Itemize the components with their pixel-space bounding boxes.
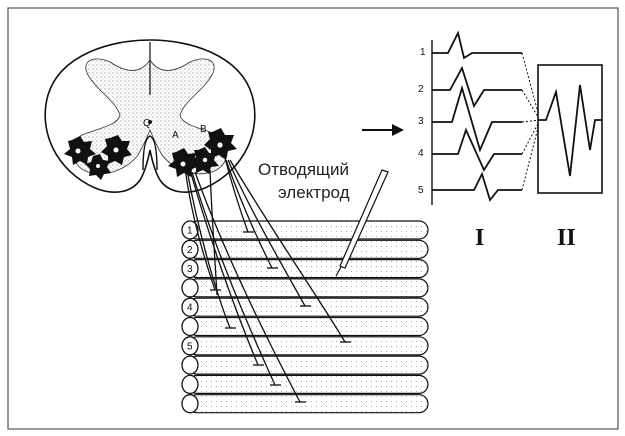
group-label-summary: II	[557, 225, 576, 251]
fibre-end	[182, 318, 198, 336]
electrode-label-line-1: Отводящий	[258, 160, 349, 179]
fibre-body	[188, 279, 428, 297]
fibre-body	[188, 395, 428, 413]
muscle-fibre	[182, 375, 428, 393]
fibre-end	[182, 375, 198, 393]
trace-number: 4	[418, 148, 424, 159]
fibre-number: 4	[187, 303, 193, 314]
letter-a: A	[172, 130, 179, 141]
fibre-body	[188, 337, 428, 355]
letter-b: B	[200, 124, 207, 135]
muscle-fibre	[182, 279, 428, 297]
fibre-body	[188, 356, 428, 374]
muscle-fibre: 2	[182, 240, 428, 258]
fibre-body	[188, 375, 428, 393]
muscle-fibre: 1	[182, 221, 428, 239]
trace-number: 2	[418, 84, 424, 95]
muscle-fibre	[182, 395, 428, 413]
trace-number: 3	[418, 116, 424, 127]
fibre-end	[182, 279, 198, 297]
trace-number: 1	[420, 47, 426, 58]
fibre-end	[182, 356, 198, 374]
fibre-number: 1	[187, 226, 193, 237]
trace-number: 5	[418, 185, 424, 196]
fibre-number: 2	[187, 245, 193, 256]
fibre-body	[188, 240, 428, 258]
electrode-label-line-2: электрод	[278, 183, 350, 202]
letter-q: Q	[143, 118, 151, 129]
fibre-end	[182, 395, 198, 413]
group-label-individual: I	[475, 225, 484, 251]
muscle-fibre	[182, 318, 428, 336]
fibre-body	[188, 221, 428, 239]
muscle-fibre: 4	[182, 298, 428, 316]
summary-trace-box	[538, 65, 602, 193]
fibre-number: 3	[187, 264, 193, 275]
fibre-number: 5	[187, 341, 193, 352]
muscle-fibre	[182, 356, 428, 374]
muscle-fibre: 5	[182, 337, 428, 355]
fibre-body	[188, 318, 428, 336]
